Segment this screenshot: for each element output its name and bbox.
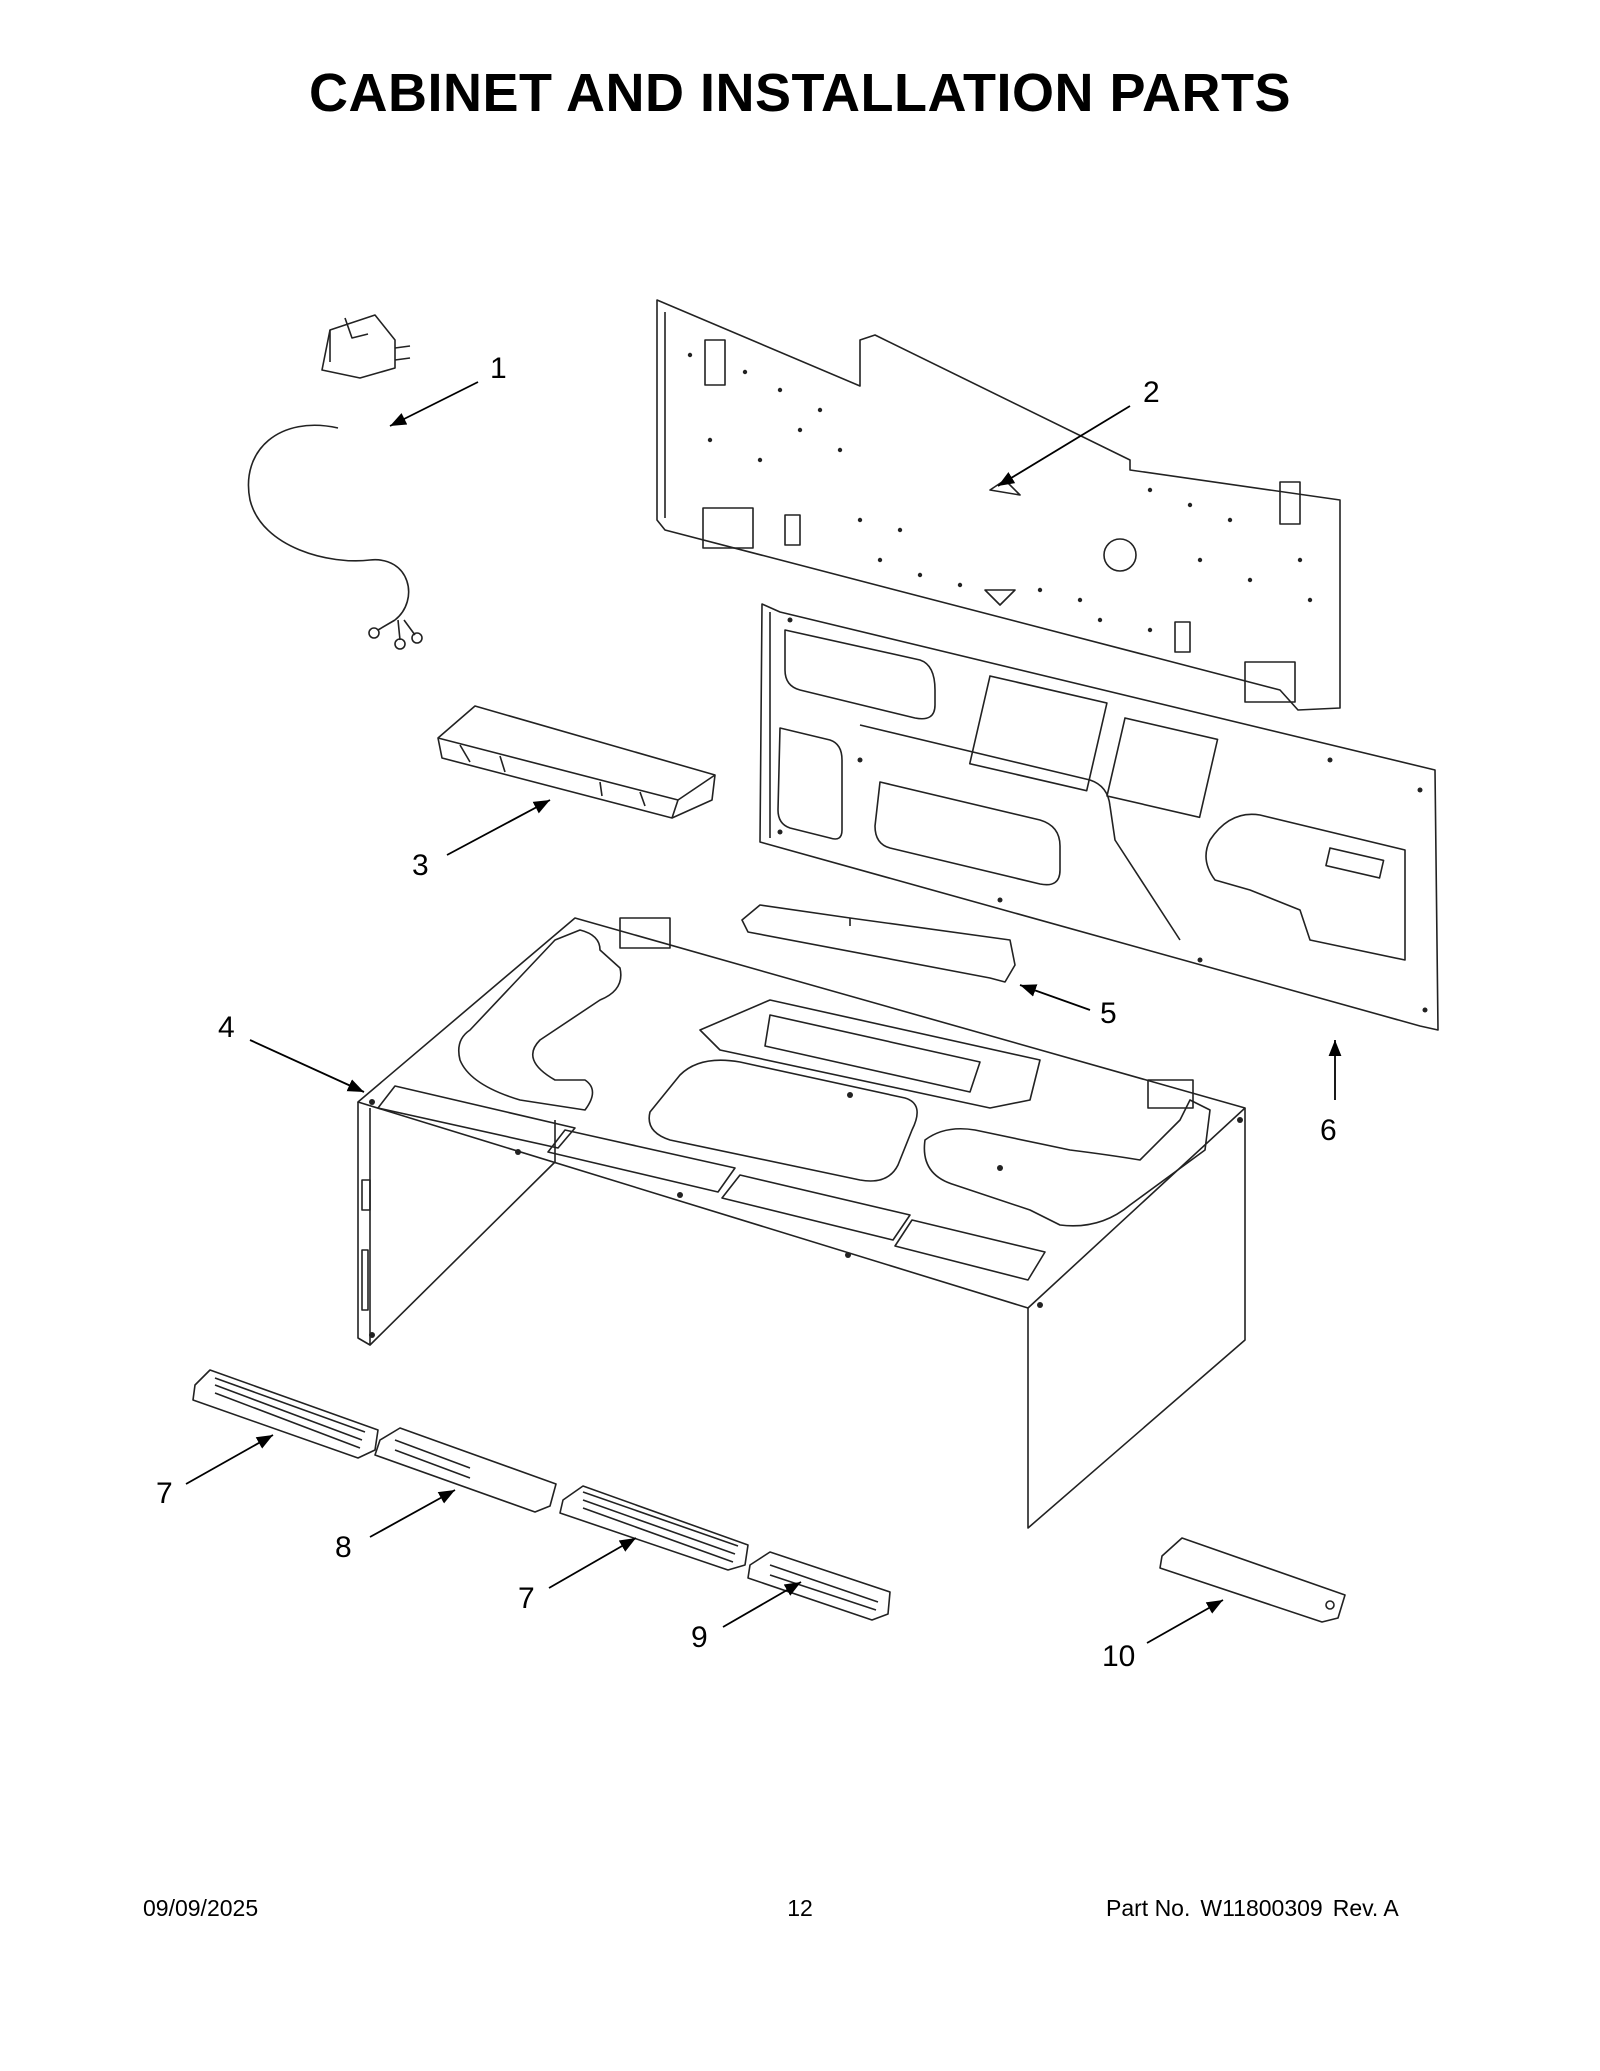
mounting-plate-part bbox=[656, 299, 1341, 711]
leader-arrow-7-left bbox=[185, 1434, 274, 1485]
callout-1: 1 bbox=[490, 352, 507, 385]
footer-part-number: Part No. W11800309 Rev. A bbox=[1106, 1895, 1399, 1922]
callout-10: 10 bbox=[1102, 1640, 1135, 1673]
leader-arrow-10 bbox=[1146, 1599, 1224, 1644]
leader-arrow-9 bbox=[722, 1581, 802, 1628]
leader-arrow-4 bbox=[249, 1039, 365, 1093]
power-cord-part bbox=[247, 314, 423, 650]
plate-part bbox=[741, 904, 1016, 983]
callout-9: 9 bbox=[691, 1621, 708, 1654]
cover-part-8 bbox=[374, 1427, 557, 1513]
grille-part-center bbox=[559, 1485, 749, 1571]
callout-5: 5 bbox=[1100, 997, 1117, 1030]
grille-part-9 bbox=[747, 1551, 891, 1621]
leader-arrow-5 bbox=[1019, 984, 1091, 1011]
callout-4: 4 bbox=[218, 1011, 235, 1044]
callout-8: 8 bbox=[335, 1531, 352, 1564]
callout-6: 6 bbox=[1320, 1114, 1337, 1147]
leader-arrow-3 bbox=[446, 799, 551, 856]
cabinet-part bbox=[357, 917, 1246, 1529]
part-label: Part No. bbox=[1106, 1895, 1191, 1921]
leader-arrow-2 bbox=[997, 405, 1131, 487]
grille-part-left bbox=[192, 1369, 379, 1459]
revision: Rev. A bbox=[1332, 1895, 1399, 1921]
footer-page-number: 12 bbox=[787, 1895, 813, 1921]
callout-2: 2 bbox=[1143, 376, 1160, 409]
cover-part-10 bbox=[1159, 1537, 1346, 1623]
leader-arrow-8 bbox=[369, 1489, 456, 1538]
callout-7-left: 7 bbox=[156, 1477, 173, 1510]
callout-7-center: 7 bbox=[518, 1582, 535, 1615]
bracket-part bbox=[437, 705, 716, 819]
callout-3: 3 bbox=[412, 849, 429, 882]
part-number: W11800309 bbox=[1200, 1895, 1323, 1921]
page-title: CABINET AND INSTALLATION PARTS bbox=[309, 63, 1291, 123]
leader-arrow-7-center bbox=[548, 1537, 637, 1589]
footer-date: 09/09/2025 bbox=[143, 1895, 259, 1921]
back-panel-part bbox=[759, 603, 1439, 1031]
leader-arrow-1 bbox=[389, 381, 479, 427]
